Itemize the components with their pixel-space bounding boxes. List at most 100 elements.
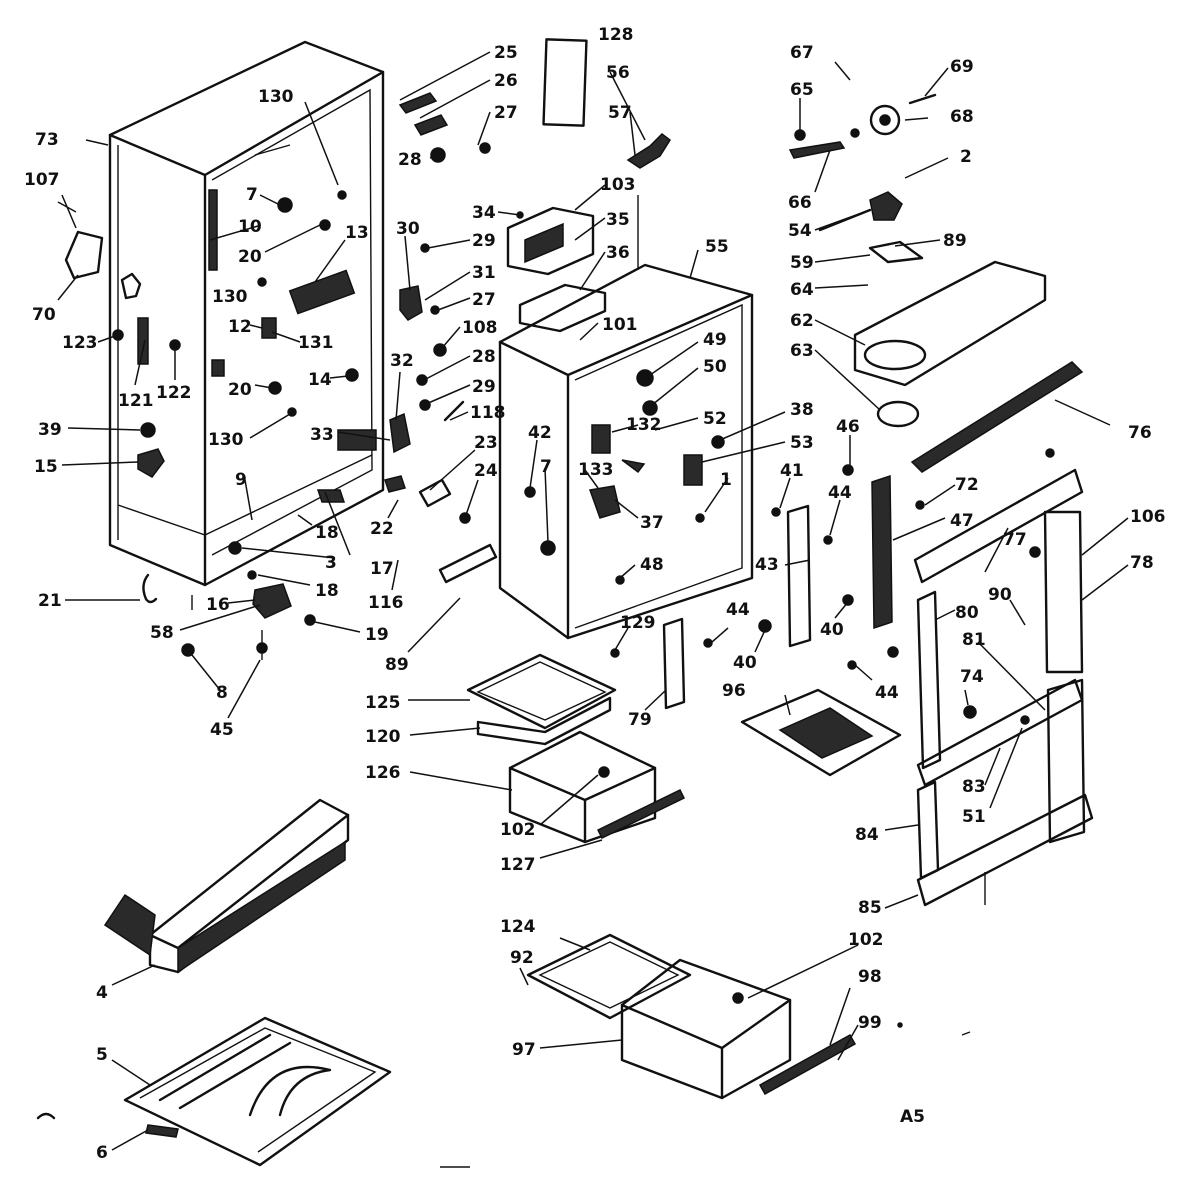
callout-120: 120 bbox=[365, 727, 401, 747]
callout-123: 123 bbox=[62, 333, 98, 353]
callout-2: 2 bbox=[960, 147, 972, 167]
callout-124: 124 bbox=[500, 917, 536, 937]
callout-116: 116 bbox=[368, 593, 404, 613]
callout-99: 99 bbox=[858, 1013, 882, 1033]
callout-20: 20 bbox=[238, 247, 262, 267]
callout-7: 7 bbox=[540, 457, 552, 477]
callout-126: 126 bbox=[365, 763, 401, 783]
callout-4: 4 bbox=[96, 983, 108, 1003]
sheet-code: A5 bbox=[900, 1107, 925, 1127]
callout-35: 35 bbox=[606, 210, 630, 230]
callout-130: 130 bbox=[208, 430, 244, 450]
callout-83: 83 bbox=[962, 777, 986, 797]
callout-125: 125 bbox=[365, 693, 401, 713]
callout-31: 31 bbox=[472, 263, 496, 283]
callout-17: 17 bbox=[370, 559, 394, 579]
callout-128: 128 bbox=[598, 25, 634, 45]
cabinet-shell bbox=[108, 40, 385, 587]
callout-127: 127 bbox=[500, 855, 536, 875]
callout-130: 130 bbox=[258, 87, 294, 107]
callout-106: 106 bbox=[1130, 507, 1166, 527]
callout-107: 107 bbox=[24, 170, 60, 190]
callout-50: 50 bbox=[703, 357, 727, 377]
callout-52: 52 bbox=[703, 409, 727, 429]
callout-30: 30 bbox=[396, 219, 420, 239]
upper-right-parts bbox=[788, 93, 1084, 473]
upper-middle-parts bbox=[316, 38, 672, 584]
callout-132: 132 bbox=[626, 415, 662, 435]
toe-grille bbox=[103, 798, 350, 974]
callout-47: 47 bbox=[950, 511, 974, 531]
callout-37: 37 bbox=[640, 513, 664, 533]
callout-12: 12 bbox=[228, 317, 252, 337]
callout-62: 62 bbox=[790, 311, 814, 331]
callout-10: 10 bbox=[238, 217, 262, 237]
freezer-drawer bbox=[466, 653, 686, 844]
callout-27: 27 bbox=[472, 290, 496, 310]
callout-64: 64 bbox=[790, 280, 814, 300]
callout-32: 32 bbox=[390, 351, 414, 371]
callout-40: 40 bbox=[733, 653, 757, 673]
drain-pan bbox=[36, 1016, 392, 1167]
callout-49: 49 bbox=[703, 330, 727, 350]
freezer-liner bbox=[498, 263, 754, 640]
callout-51: 51 bbox=[962, 807, 986, 827]
callout-8: 8 bbox=[216, 683, 228, 703]
callout-63: 63 bbox=[790, 341, 814, 361]
callout-80: 80 bbox=[955, 603, 979, 623]
callout-102: 102 bbox=[848, 930, 884, 950]
callout-27: 27 bbox=[494, 103, 518, 123]
callout-20: 20 bbox=[228, 380, 252, 400]
crisper-drawer bbox=[526, 933, 857, 1100]
callout-13: 13 bbox=[345, 223, 369, 243]
callout-6: 6 bbox=[96, 1143, 108, 1163]
callout-29: 29 bbox=[472, 231, 496, 251]
callout-89: 89 bbox=[385, 655, 409, 675]
callout-102: 102 bbox=[500, 820, 536, 840]
callout-labels: 128 25 26 27 28 56 57 103 67 69 65 68 2 … bbox=[24, 25, 1166, 1163]
callout-44: 44 bbox=[828, 483, 852, 503]
callout-18: 18 bbox=[315, 581, 339, 601]
callout-14: 14 bbox=[308, 370, 332, 390]
callout-58: 58 bbox=[150, 623, 174, 643]
callout-15: 15 bbox=[34, 457, 58, 477]
callout-21: 21 bbox=[38, 591, 62, 611]
callout-7: 7 bbox=[246, 185, 258, 205]
callout-19: 19 bbox=[365, 625, 389, 645]
callout-66: 66 bbox=[788, 193, 812, 213]
callout-1: 1 bbox=[720, 470, 732, 490]
callout-103: 103 bbox=[600, 175, 636, 195]
callout-54: 54 bbox=[788, 221, 812, 241]
callout-3: 3 bbox=[325, 553, 337, 573]
callout-48: 48 bbox=[640, 555, 664, 575]
callout-131: 131 bbox=[298, 333, 334, 353]
callout-26: 26 bbox=[494, 71, 518, 91]
stray-marks bbox=[440, 195, 986, 1168]
callout-43: 43 bbox=[755, 555, 779, 575]
callout-74: 74 bbox=[960, 667, 984, 687]
callout-28: 28 bbox=[398, 150, 422, 170]
callout-68: 68 bbox=[950, 107, 974, 127]
callout-57: 57 bbox=[608, 103, 632, 123]
callout-46: 46 bbox=[836, 417, 860, 437]
callout-67: 67 bbox=[790, 43, 814, 63]
callout-42: 42 bbox=[528, 423, 552, 443]
left-side-parts bbox=[57, 201, 193, 610]
callout-81: 81 bbox=[962, 630, 986, 650]
callout-97: 97 bbox=[512, 1040, 536, 1060]
callout-25: 25 bbox=[494, 43, 518, 63]
callout-118: 118 bbox=[470, 403, 506, 423]
callout-133: 133 bbox=[578, 460, 614, 480]
callout-121: 121 bbox=[118, 391, 154, 411]
lower-left-parts bbox=[181, 541, 316, 660]
callout-44: 44 bbox=[726, 600, 750, 620]
callout-129: 129 bbox=[620, 613, 656, 633]
callout-69: 69 bbox=[950, 57, 974, 77]
callout-77: 77 bbox=[1003, 530, 1027, 550]
callout-40: 40 bbox=[820, 620, 844, 640]
leader-lines bbox=[57, 51, 1129, 1151]
callout-5: 5 bbox=[96, 1045, 108, 1065]
callout-73: 73 bbox=[35, 130, 59, 150]
callout-38: 38 bbox=[790, 400, 814, 420]
